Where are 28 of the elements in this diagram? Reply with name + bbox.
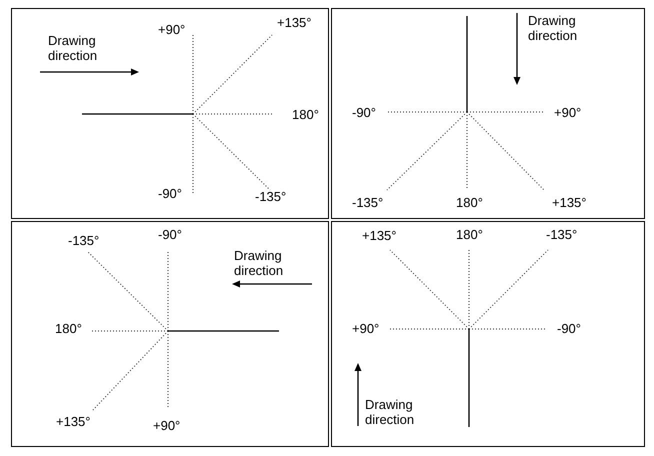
quadrant-panel xyxy=(331,221,645,447)
quadrant-panel xyxy=(11,8,329,219)
angle-label: +135° xyxy=(277,15,312,30)
angle-label: -90° xyxy=(352,105,376,120)
angle-label: -135° xyxy=(255,189,286,204)
direction-label: Drawing direction xyxy=(365,397,416,427)
quadrant-panel xyxy=(11,221,329,447)
angle-label: -90° xyxy=(158,227,182,242)
direction-label: Drawing direction xyxy=(528,13,578,43)
angle-label: -135° xyxy=(546,227,578,242)
angle-label: +90° xyxy=(554,105,582,120)
angle-label: +90° xyxy=(153,418,180,433)
angle-label: +135° xyxy=(362,228,396,243)
angle-label: +90° xyxy=(158,22,186,37)
angle-label: -135° xyxy=(352,195,384,210)
angle-label: -90° xyxy=(158,186,182,201)
quadrant-panel xyxy=(331,8,645,219)
angle-label: -135° xyxy=(68,233,100,248)
angle-label: +90° xyxy=(352,321,380,336)
direction-label: Drawing direction xyxy=(234,248,284,278)
angle-label: 180° xyxy=(456,195,483,210)
angle-label: +135° xyxy=(56,414,90,429)
angle-label: 180° xyxy=(456,227,483,242)
angle-label: 180° xyxy=(292,107,319,122)
angle-label: +135° xyxy=(552,195,586,210)
angle-label: 180° xyxy=(55,321,82,336)
angle-label: -90° xyxy=(557,321,581,336)
direction-label: Drawing direction xyxy=(48,33,98,63)
